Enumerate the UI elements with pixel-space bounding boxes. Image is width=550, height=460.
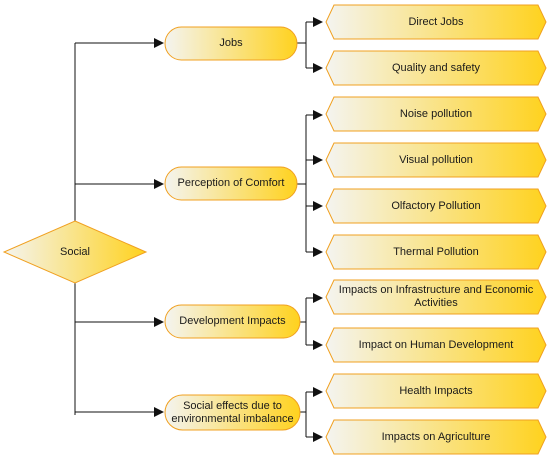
item-node-infrastructure	[325, 279, 547, 315]
item-node-human-development	[325, 327, 547, 363]
item-nodes	[325, 4, 547, 455]
category-node-environment	[164, 394, 301, 431]
item-node-olfactory	[325, 188, 547, 224]
item-node-noise	[325, 96, 547, 132]
item-node-visual	[325, 142, 547, 178]
category-node-jobs	[164, 26, 298, 61]
connectors	[74, 17, 323, 442]
item-node-health	[325, 373, 547, 409]
item-node-agriculture	[325, 419, 547, 455]
category-node-development	[164, 304, 301, 339]
item-node-quality-safety	[325, 50, 547, 86]
category-node-comfort	[164, 166, 298, 201]
item-node-thermal	[325, 234, 547, 270]
root-node-social	[2, 220, 148, 284]
item-node-direct-jobs	[325, 4, 547, 40]
